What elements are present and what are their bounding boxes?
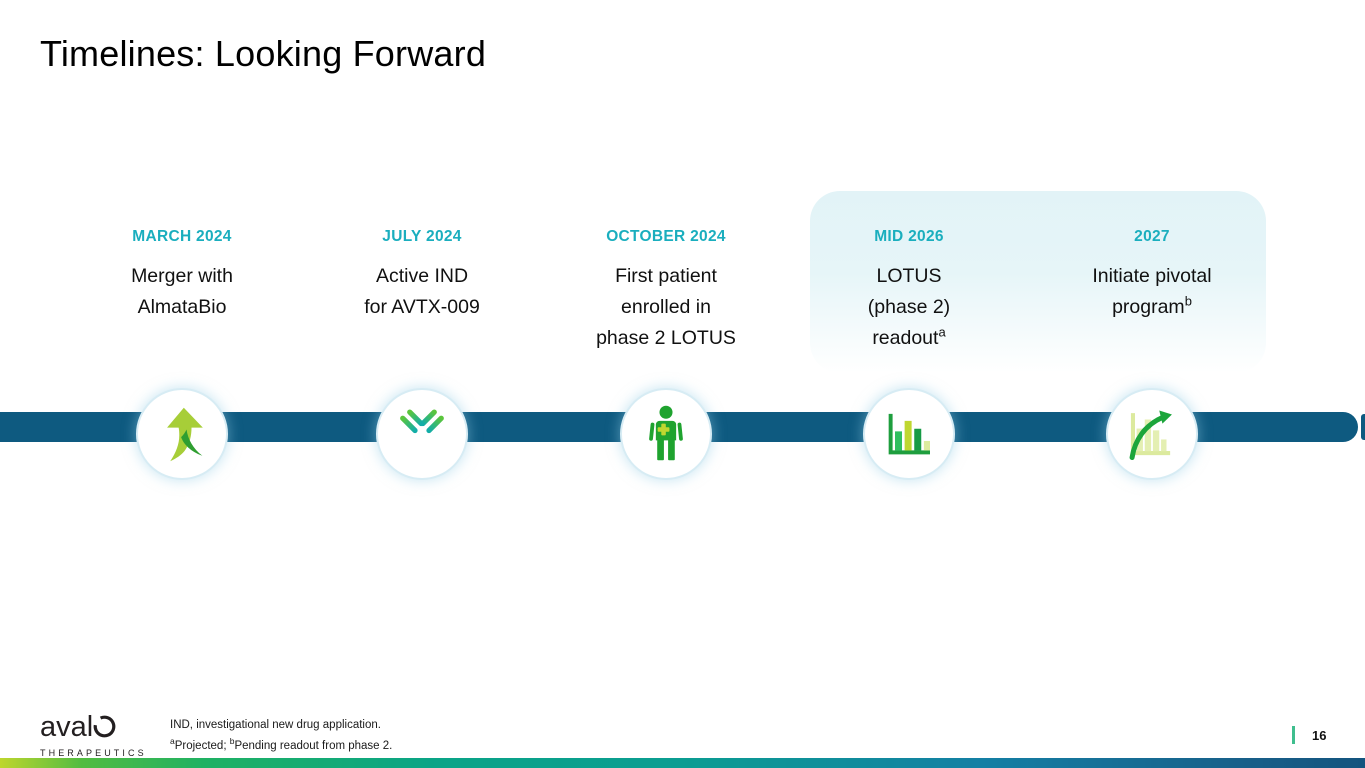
milestone-date: JULY 2024: [382, 228, 462, 245]
milestone-column-mid-2026: MID 2026 LOTUS (phase 2) readouta: [784, 228, 1034, 354]
milestone-column-march-2024: MARCH 2024 Merger with AlmataBio: [57, 228, 307, 323]
milestone-date: 2027: [1134, 228, 1170, 245]
svg-text:aval: aval: [40, 711, 93, 743]
milestone-description: Active IND for AVTX-009: [364, 265, 480, 318]
future-highlight-panel: [810, 191, 1266, 373]
timeline-node-merger: [136, 388, 228, 480]
footnotes: IND, investigational new drug applicatio…: [170, 717, 392, 754]
page-number: 16: [1312, 728, 1327, 743]
milestone-date: MARCH 2024: [132, 228, 232, 245]
milestone-date: MID 2026: [874, 228, 944, 245]
page-number-tick: [1292, 726, 1295, 744]
milestone-description: First patient enrolled in phase 2 LOTUS: [596, 265, 736, 349]
milestone-description: Initiate pivotal programb: [1092, 265, 1212, 318]
page-title: Timelines: Looking Forward: [40, 33, 487, 74]
bar-chart-icon: [888, 413, 930, 455]
milestone-date: OCTOBER 2024: [606, 228, 726, 245]
timeline-node-ind: [376, 388, 468, 480]
timeline-node-pivotal: [1106, 388, 1198, 480]
bottom-gradient-bar: [0, 758, 1365, 768]
milestone-description: Merger with AlmataBio: [131, 265, 233, 318]
milestone-column-october-2024: OCTOBER 2024 First patient enrolled in p…: [541, 228, 791, 354]
footnote-line-2: aProjected; bPending readout from phase …: [170, 736, 393, 752]
timeline-node-first-patient: [620, 388, 712, 480]
milestone-column-july-2024: JULY 2024 Active IND for AVTX-009: [297, 228, 547, 323]
timeline-bar-edge-notch: [1361, 414, 1365, 440]
merger-growth-arrow-icon: [167, 407, 203, 462]
milestone-description: LOTUS (phase 2) readouta: [867, 265, 951, 349]
growth-chart-arrow-icon: [1129, 410, 1172, 461]
antibody-icon: [400, 409, 444, 459]
patient-icon: [649, 405, 683, 461]
footnote-line-1: IND, investigational new drug applicatio…: [170, 719, 381, 731]
logo-subtitle: THERAPEUTICS: [40, 748, 147, 758]
timeline-node-readout: [863, 388, 955, 480]
milestone-column-2027: 2027 Initiate pivotal programb: [1027, 228, 1277, 323]
avalo-logo-icon: aval: [40, 711, 116, 743]
avalo-logo: aval THERAPEUTICS: [40, 711, 147, 758]
